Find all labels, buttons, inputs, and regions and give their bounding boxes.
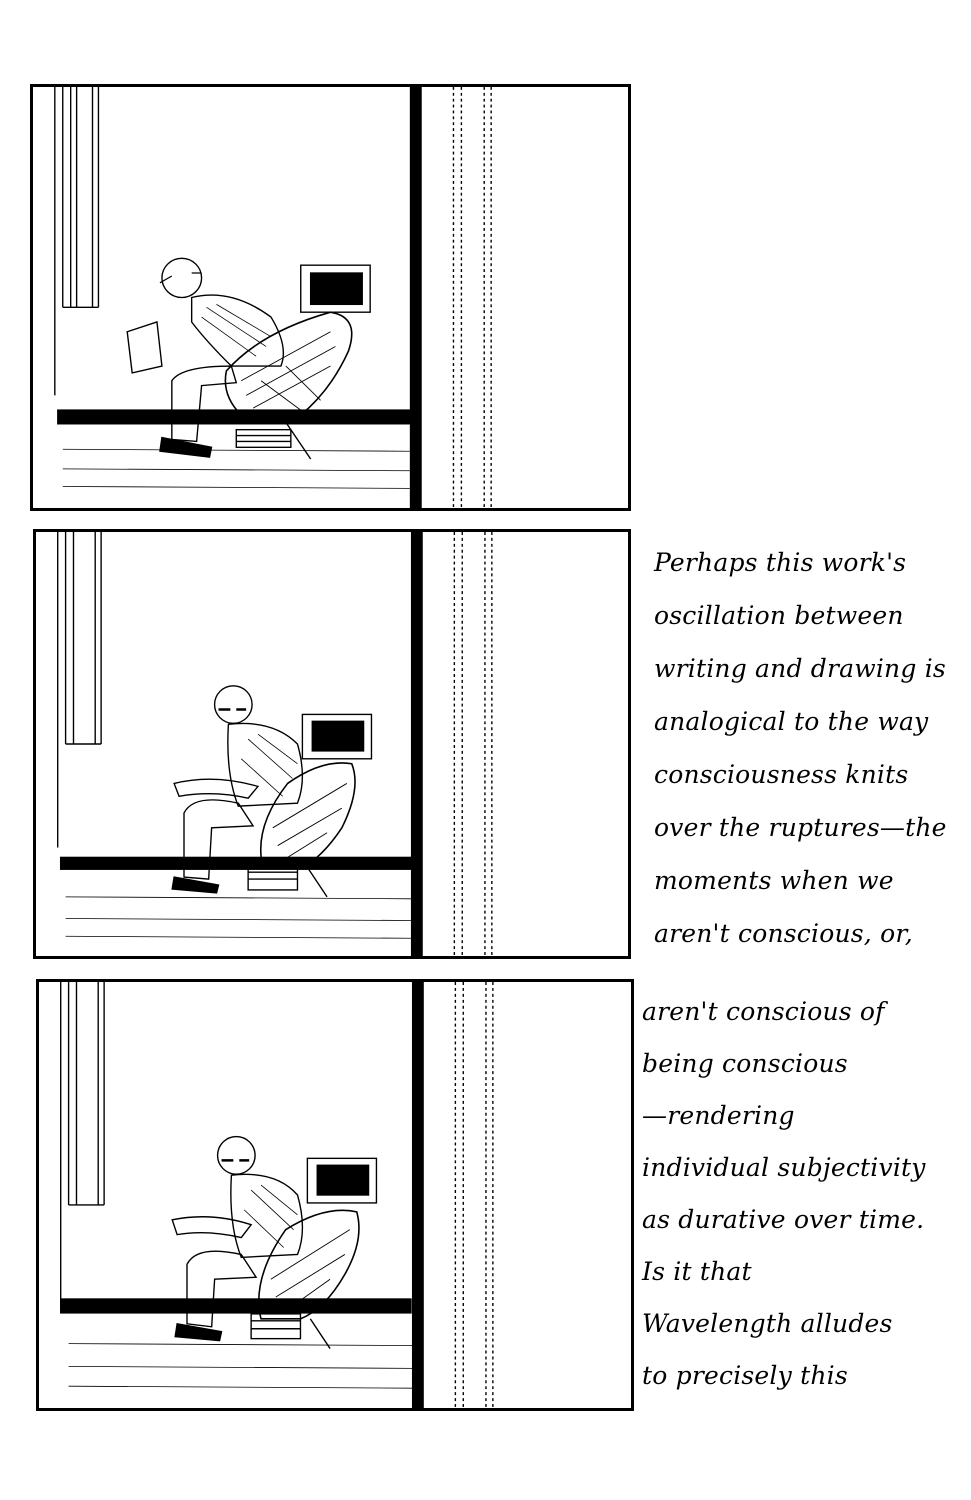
caption-line: aren't conscious, or, bbox=[654, 919, 913, 948]
man-torso bbox=[227, 722, 304, 807]
man-torso bbox=[190, 294, 284, 367]
baseboard bbox=[57, 409, 411, 425]
book-stack bbox=[250, 1313, 302, 1340]
framed-picture bbox=[301, 713, 373, 760]
reading-man-drawing bbox=[54, 87, 492, 508]
caption-line: consciousness knits bbox=[654, 760, 909, 789]
caption-line: moments when we bbox=[654, 866, 894, 895]
caption-line: —rendering bbox=[642, 1101, 795, 1130]
baseboard bbox=[59, 856, 412, 870]
caption-line: as durative over time. bbox=[642, 1205, 925, 1234]
door-frame bbox=[410, 532, 423, 956]
comic-panel-1 bbox=[30, 84, 631, 511]
baseboard bbox=[60, 1298, 412, 1314]
book-in-hand bbox=[171, 1216, 253, 1239]
door-frame bbox=[411, 982, 424, 1408]
caption-top: Perhaps this work's oscillation between … bbox=[654, 536, 947, 960]
armchair bbox=[259, 762, 356, 869]
framed-picture bbox=[306, 1157, 378, 1204]
caption-line: to precisely this bbox=[642, 1361, 848, 1390]
reading-man-drawing bbox=[60, 982, 494, 1408]
book-stack bbox=[235, 428, 292, 448]
reading-man-drawing bbox=[57, 532, 493, 956]
man-legs bbox=[171, 365, 238, 443]
caption-line: individual subjectivity bbox=[642, 1153, 926, 1182]
caption-line: over the ruptures—the bbox=[654, 813, 947, 842]
caption-line: being conscious bbox=[642, 1049, 848, 1078]
man-torso bbox=[230, 1173, 304, 1259]
armchair bbox=[258, 1209, 360, 1320]
caption-line: oscillation between bbox=[654, 601, 904, 630]
comic-panel-2 bbox=[33, 529, 631, 959]
book-in-hand bbox=[126, 321, 163, 374]
man-head bbox=[216, 1135, 256, 1175]
man-legs bbox=[186, 1250, 258, 1328]
caption-line: Perhaps this work's bbox=[654, 548, 907, 577]
book-stack bbox=[247, 864, 299, 891]
door-frame bbox=[409, 87, 422, 508]
book-in-hand bbox=[173, 778, 260, 799]
armchair bbox=[224, 311, 353, 416]
man-legs bbox=[183, 799, 255, 880]
man-head bbox=[161, 257, 203, 299]
caption-line: aren't conscious of bbox=[642, 997, 885, 1026]
comic-panel-3 bbox=[36, 979, 634, 1411]
caption-line: Is it that bbox=[642, 1257, 752, 1286]
caption-bottom: aren't conscious of being conscious —ren… bbox=[642, 986, 926, 1402]
caption-line: writing and drawing is bbox=[654, 654, 946, 683]
caption-line: analogical to the way bbox=[654, 707, 929, 736]
framed-picture bbox=[300, 264, 371, 313]
caption-line: Wavelength alludes bbox=[642, 1309, 893, 1338]
man-head bbox=[213, 685, 253, 724]
